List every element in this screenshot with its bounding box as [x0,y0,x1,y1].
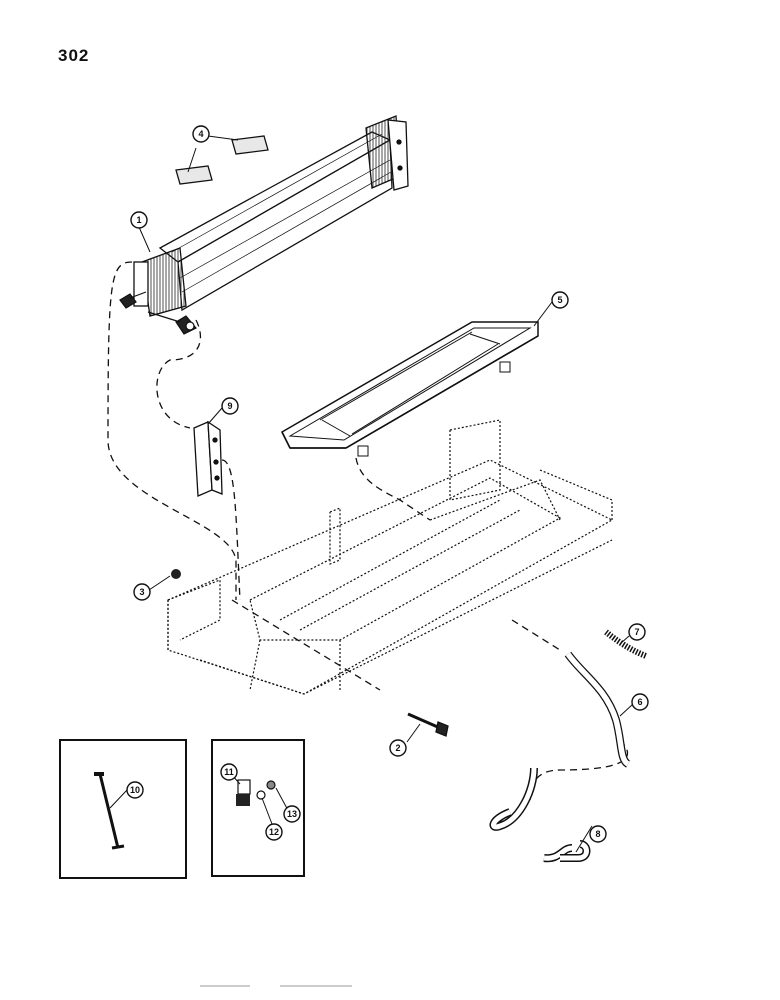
long-bolt [407,712,449,737]
svg-text:4: 4 [198,129,203,139]
drain-hoses [489,767,591,863]
svg-text:10: 10 [130,785,140,795]
callout-12: 12 [265,823,283,841]
foam-pads [175,135,269,185]
spring [604,629,648,659]
drain-pan [281,321,539,457]
inset-box-hardware [211,739,305,877]
callout-2: 2 [389,739,407,757]
callout-1: 1 [130,211,148,229]
svg-text:11: 11 [224,767,234,777]
callout-5: 5 [551,291,569,309]
svg-text:13: 13 [287,809,297,819]
callout-3: 3 [133,583,151,601]
page-number: 302 [58,46,90,65]
callout-6: 6 [631,693,649,711]
svg-text:6: 6 [637,697,642,707]
callout-7: 7 [628,623,646,641]
hose [564,651,631,768]
svg-text:5: 5 [557,295,562,305]
callout-10: 10 [126,781,144,799]
frame-phantom [167,419,614,695]
callout-8: 8 [589,825,607,843]
callout-4: 4 [192,125,210,143]
svg-text:12: 12 [269,827,279,837]
callout-leaders [109,135,634,853]
nut [171,569,181,579]
svg-text:7: 7 [634,627,639,637]
svg-text:9: 9 [227,401,232,411]
callout-13: 13 [283,805,301,823]
mounting-bracket [193,420,223,497]
svg-text:1: 1 [136,215,141,225]
svg-text:3: 3 [139,587,144,597]
inset-box-bolt [59,739,187,879]
heater-core [119,115,409,335]
svg-text:2: 2 [395,743,400,753]
callout-11: 11 [220,763,238,781]
svg-text:8: 8 [595,829,600,839]
leader-lines [107,261,629,801]
callout-9: 9 [221,397,239,415]
